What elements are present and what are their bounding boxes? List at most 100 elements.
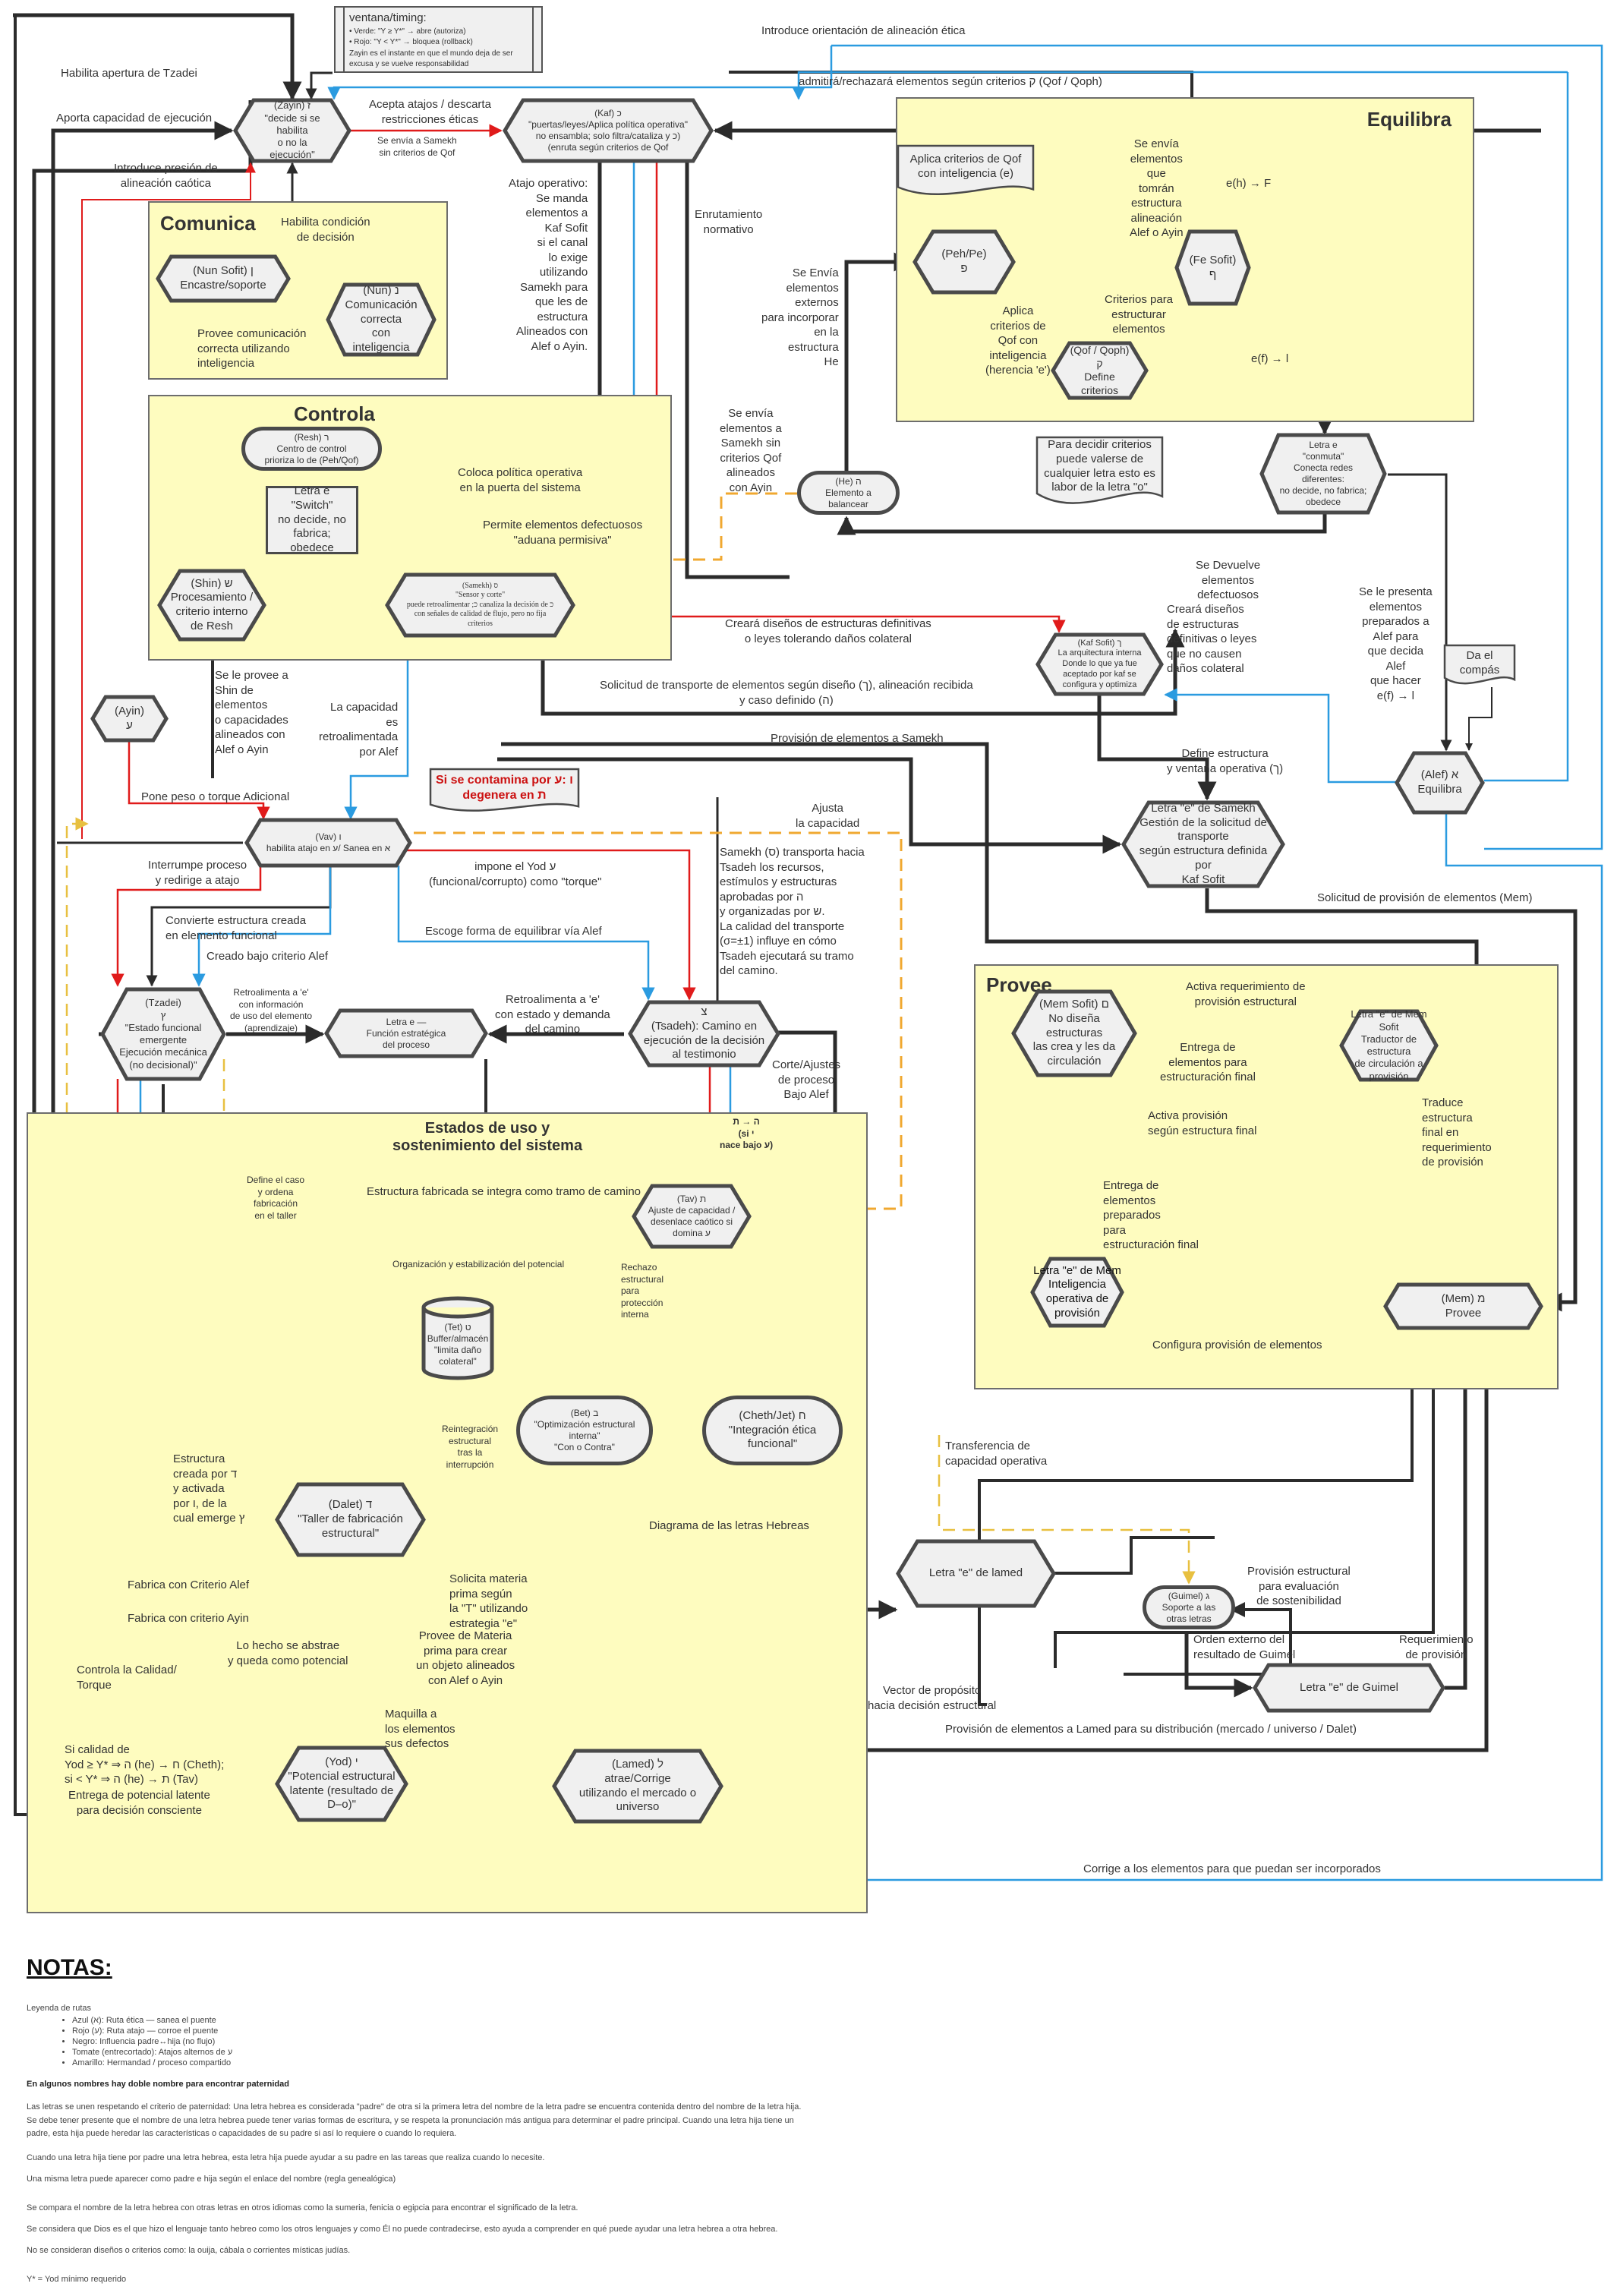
label-si-calidad: Si calidad de Yod ≥ Y* ⇒ ה (he) → ח (Che… [65, 1743, 225, 1786]
label-se-envia-alef-ayin: Se envía elementos que tomrán estructura… [1130, 137, 1184, 239]
label-retro-info: Retroalimenta a 'e' con información de u… [230, 987, 313, 1033]
node-nun-sofit[interactable]: (Nun Sofit) ן Encastre/soporte [156, 254, 291, 303]
node-letra-e-mem-sofit[interactable]: Letra "e" de Mem Sofit Traductor de estr… [1339, 1008, 1439, 1082]
label-enrutamiento: Enrutamiento normativo [695, 208, 763, 236]
node-letra-e-funcion[interactable]: Letra e — Función estratégica del proces… [324, 1008, 488, 1058]
node-letra-e-samekh[interactable]: Letra "e" de Samekh Gestión de la solici… [1121, 800, 1285, 888]
node-mem[interactable]: (Mem) מ Provee [1383, 1282, 1543, 1330]
legend-item-black: Negro: Influencia padre↔hija (no flujo) [72, 2037, 1583, 2046]
node-vav[interactable]: (Vav) ו habilita atajo en ע/ Sanea en א [244, 818, 412, 868]
legend-item-red: Rojo (ע): Ruta atajo — corroe el puente [72, 2026, 1583, 2036]
label-he-tav: ה → ת (si י nace bajo ע) [720, 1116, 774, 1151]
label-controla-calidad: Controla la Calidad/ Torque [77, 1664, 177, 1692]
node-switch[interactable]: Letra e "Switch" no decide, no fabrica; … [266, 484, 358, 554]
node-peh[interactable]: (Peh/Pe) פ [913, 229, 1016, 295]
ventana-title: ventana/timing: [349, 11, 427, 24]
label-interrumpe: Interrumpe proceso y redirige a atajo [148, 859, 247, 887]
notes-bold-line: En algunos nombres hay doble nombre para… [27, 2080, 289, 2089]
label-se-envia-samekh: Se envía a Samekh sin criterios de Qof [377, 135, 457, 158]
label-se-devuelve: Se Devuelve elementos defectuosos [1196, 559, 1261, 601]
node-tzadei[interactable]: (Tzadei) ץ "Estado funcional emergente E… [100, 987, 226, 1081]
node-dalet[interactable]: (Dalet) ד "Taller de fabricación estruct… [275, 1482, 426, 1557]
legend-list: Azul (א): Ruta ética — sanea el puente R… [27, 2016, 1583, 2067]
label-corte-ajustes: Corte/Ajustes de proceso Bajo Alef [772, 1058, 841, 1101]
node-he[interactable]: (He) ה Elemento a balancear [797, 471, 900, 515]
label-capacidad-retro: La capacidad es retroalimentada por Alef [319, 701, 399, 758]
doc-compas: Da el compás [1443, 644, 1516, 687]
label-lo-hecho: Lo hecho se abstrae y queda como potenci… [228, 1639, 348, 1667]
label-estructura-integra: Estructura fabricada se integra como tra… [367, 1185, 641, 1198]
node-conmuta[interactable]: Letra e "conmuta" Conecta redes diferent… [1259, 433, 1387, 515]
label-se-le-provee-shin: Se le provee a Shin de elementos o capac… [215, 669, 288, 756]
node-alef[interactable]: (Alef) א Equilibra [1395, 751, 1485, 815]
node-lamed[interactable]: (Lamed) ל atrae/Corrige utilizando el me… [552, 1749, 723, 1824]
node-tsadeh[interactable]: צ (Tsadeh): Camino en ejecución de la de… [628, 1000, 780, 1068]
label-introduce-orientacion: Introduce orientación de alineación étic… [761, 24, 966, 37]
label-solicitud-transporte: Solicitud de transporte de elementos seg… [600, 679, 973, 707]
label-aporta-capacidad: Aporta capacidad de ejecución [56, 112, 213, 125]
label-se-le-presenta: Se le presenta elementos preparados a Al… [1359, 585, 1433, 702]
node-fe-sofit[interactable]: (Fe Sofit) ף [1174, 229, 1251, 306]
notes-paragraph-3: Una misma letra puede aparecer como padr… [27, 2174, 396, 2184]
node-mem-sofit[interactable]: (Mem Sofit) ם No diseña estructuras las … [1011, 989, 1137, 1077]
label-define-caso: Define el caso y ordena fabricación en e… [247, 1175, 305, 1221]
label-provision-samekh: Provisión de elementos a Samekh [771, 732, 944, 745]
label-samekh-transporta: Samekh (ס) transporta hacia Tsadeh los r… [720, 846, 865, 977]
label-solicita-materia: Solicita materia prima según la "T" util… [449, 1572, 528, 1630]
node-zayin[interactable]: (Zayin) ז "decide si se habilita o no la… [233, 98, 351, 163]
node-bet[interactable]: (Bet) ב "Optimización estructural intern… [516, 1396, 653, 1465]
label-reintegracion: Reintegración estructural tras la interr… [442, 1424, 499, 1470]
node-qof[interactable]: (Qof / Qoph) ק Define criterios [1051, 341, 1149, 400]
node-resh[interactable]: (Resh) ר Centro de control prioriza lo d… [241, 427, 382, 471]
legend-title: Leyenda de rutas [27, 2004, 92, 2013]
label-orden-externo: Orden externo del resultado de Guimel [1193, 1633, 1296, 1661]
node-nun[interactable]: (Nun) נ Comunicación correcta con inteli… [326, 282, 437, 357]
node-tav[interactable]: (Tav) ת Ajuste de capacidad / desenlace … [632, 1184, 752, 1249]
notes-paragraph-6: No se consideran diseños o criterios com… [27, 2245, 351, 2255]
node-letra-e-guimel[interactable]: Letra "e" de Guimel [1253, 1663, 1445, 1713]
node-yod[interactable]: (Yod) י "Potencial estructural latente (… [275, 1746, 408, 1822]
node-kaf-sofit[interactable]: (Kaf Sofit) ך La arquitectura interna Do… [1035, 632, 1164, 696]
label-aplica-herencia: Aplica criterios de Qof con inteligencia… [985, 304, 1051, 377]
label-fabrica-alef: Fabrica con Criterio Alef [128, 1578, 250, 1591]
label-transferencia: Transferencia de capacidad operativa [945, 1440, 1048, 1468]
label-fabrica-ayin: Fabrica con criterio Ayin [128, 1612, 249, 1625]
node-tet[interactable]: (Tet) ט Buffer/almacén "limita daño cola… [421, 1296, 494, 1380]
label-habilita-condicion: Habilita condición de decisión [281, 216, 370, 244]
ventana-line-red: • Rojo: "Y < Y*" → bloquea (rollback) [349, 38, 473, 47]
notes-title: NOTAS: [27, 1955, 112, 1980]
label-se-envia-sin-qof: Se envía elementos a Samekh sin criterio… [720, 407, 782, 494]
notes-paragraph-5: Se considera que Dios es el que hizo el … [27, 2224, 778, 2234]
group-title-equilibra: Equilibra [1366, 108, 1452, 131]
label-habilita-tzadei: Habilita apertura de Tzadei [61, 67, 197, 80]
label-entrega-preparados: Entrega de elementos preparados para est… [1103, 1179, 1199, 1251]
label-corrige: Corrige a los elementos para que puedan … [1083, 1862, 1381, 1875]
label-provee-materia: Provee de Materia prima para crear un ob… [416, 1629, 515, 1687]
node-letra-e-mem[interactable]: Letra "e" de Mem Inteligencia operativa … [1030, 1257, 1124, 1328]
label-rechazo: Rechazo estructural para protección inte… [621, 1262, 664, 1320]
node-letra-e-lamed[interactable]: Letra "e" de lamed [896, 1539, 1056, 1608]
label-permite-defectuosos: Permite elementos defectuosos "aduana pe… [483, 519, 643, 547]
doc-decidir-criterios: Para decidir criterios puede valerse de … [1035, 436, 1164, 509]
ventana-timing-note: ventana/timing: • Verde: "Y ≥ Y*" → abre… [334, 6, 543, 73]
node-guimel[interactable]: (Guimel) ג Soporte a las otras letras [1143, 1585, 1235, 1629]
node-samekh[interactable]: (Samekh) ס "Sensor y corte" puede retroa… [385, 572, 575, 638]
label-pone-peso: Pone peso o torque Adicional [141, 790, 290, 803]
node-cheth[interactable]: (Cheth/Jet) ח "Integración ética funcion… [702, 1396, 843, 1465]
node-shin[interactable]: (Shin) ש Procesamiento / criterio intern… [157, 569, 266, 642]
label-solicitud-mem: Solicitud de provisión de elementos (Mem… [1317, 891, 1533, 904]
node-kaf[interactable]: (Kaf) כ "puertas/leyes/Aplica política o… [503, 98, 714, 163]
label-ef-l-top: e(f) → l [1251, 352, 1289, 365]
label-acepta-atajos: Acepta atajos / descarta restricciones é… [369, 98, 491, 126]
label-eh-f: e(h) → F [1226, 177, 1272, 190]
label-creara-disenos-red: Creará diseños de estructuras definitiva… [725, 617, 931, 645]
node-ayin[interactable]: (Ayin) ע [90, 695, 169, 743]
group-title-controla: Controla [294, 402, 375, 425]
label-criterios-estructurar: Criterios para estructurar elementos [1105, 293, 1174, 336]
notes-paragraph-7: Y* = Yod mínimo requerido [27, 2274, 127, 2284]
label-provee-comunicacion: Provee comunicación correcta utilizando … [197, 327, 307, 370]
group-title-estados: Estados de uso y sostenimiento del siste… [392, 1120, 583, 1154]
label-activa-requerimiento: Activa requerimiento de provisión estruc… [1186, 980, 1306, 1008]
label-creado-alef: Creado bajo criterio Alef [206, 950, 329, 963]
label-estructura-creada: Estructura creada por ד y activada por ו… [173, 1452, 245, 1525]
